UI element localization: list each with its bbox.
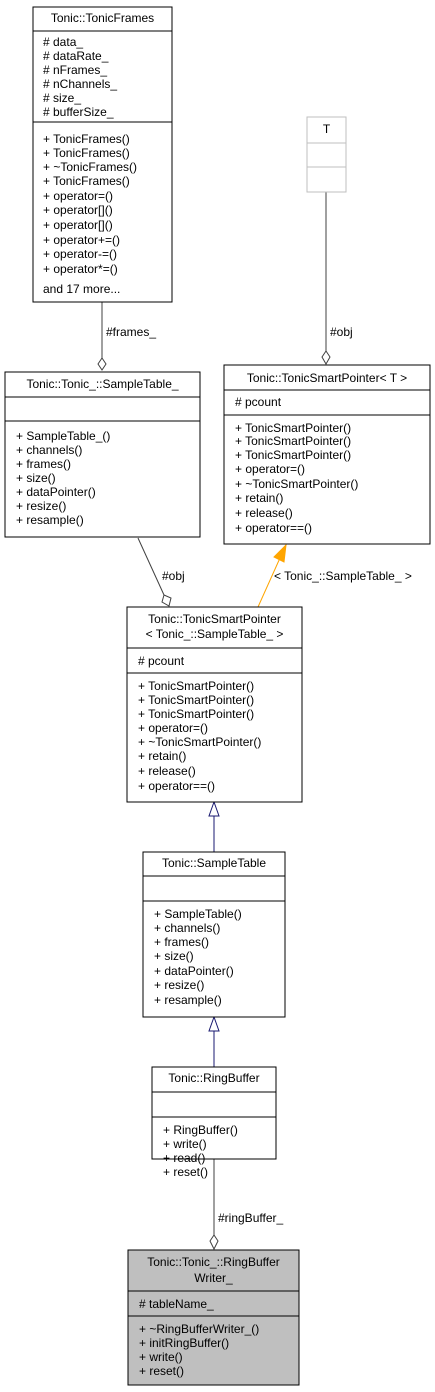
edge-label-frames: #frames_ (106, 325, 156, 339)
method: + TonicSmartPointer() (235, 448, 351, 462)
method: + TonicFrames() (43, 132, 130, 146)
method: + channels() (16, 443, 82, 457)
method: + release() (235, 506, 293, 520)
method: + retain() (138, 749, 186, 763)
method: + RingBuffer() (163, 1123, 238, 1137)
method: + TonicSmartPointer() (235, 421, 351, 435)
method: + operator=() (235, 462, 305, 476)
class-sample-table-impl[interactable]: Tonic::Tonic_::SampleTable_ + SampleTabl… (4, 371, 201, 538)
method: + TonicFrames() (43, 146, 130, 160)
class-title: Tonic::Tonic_::SampleTable_ (26, 377, 178, 391)
method: + dataPointer() (154, 964, 234, 978)
method: + reset() (163, 1165, 208, 1179)
edge-template-binding: < Tonic_::SampleTable_ > (257, 543, 412, 608)
method: + TonicSmartPointer() (138, 693, 254, 707)
class-title: T (323, 122, 331, 136)
class-ring-buffer[interactable]: Tonic::RingBuffer + RingBuffer() + write… (151, 1066, 277, 1179)
method: + SampleTable_() (16, 429, 110, 443)
more-methods: and 17 more... (43, 282, 120, 296)
method: + frames() (154, 935, 209, 949)
attribute: # tableName_ (139, 1297, 214, 1311)
class-smart-pointer-template[interactable]: Tonic::TonicSmartPointer< T > # pcount +… (223, 364, 431, 545)
class-template-t[interactable]: T (306, 116, 347, 193)
edge-label-obj-impl: #obj (162, 569, 185, 583)
attribute: # nFrames_ (43, 63, 107, 77)
method: + resize() (16, 499, 66, 513)
method: + write() (139, 1350, 183, 1364)
method: + read() (163, 1151, 205, 1165)
class-title-line2: < Tonic_::SampleTable_ > (146, 627, 284, 641)
method: + ~TonicSmartPointer() (235, 477, 358, 491)
method: + operator=() (43, 189, 113, 203)
edge-label-obj-template: #obj (330, 325, 353, 339)
method: + operator[]() (43, 203, 113, 217)
edge-inherit-smartpointer (208, 800, 220, 852)
method: + frames() (16, 457, 71, 471)
class-title-line2: Writer_ (194, 1271, 233, 1285)
class-title: Tonic::RingBuffer (168, 1071, 259, 1085)
method: + dataPointer() (16, 485, 96, 499)
method: + TonicSmartPointer() (138, 707, 254, 721)
attribute: # bufferSize_ (43, 105, 114, 119)
class-title-line1: Tonic::Tonic_::RingBuffer (147, 1255, 280, 1269)
edge-label-ringbuffer: #ringBuffer_ (218, 1211, 283, 1225)
edge-ringbuffer: #ringBuffer_ (209, 1159, 283, 1251)
class-ring-buffer-writer[interactable]: Tonic::Tonic_::RingBuffer Writer_ # tabl… (127, 1249, 300, 1386)
method: + resample() (154, 993, 222, 1007)
attribute: # pcount (138, 654, 185, 668)
method: + operator==() (138, 779, 215, 793)
method: + operator+=() (43, 233, 120, 247)
edge-frames: #frames_ (97, 302, 156, 371)
method: + retain() (235, 491, 283, 505)
edge-obj-template: #obj (321, 192, 353, 366)
method: + release() (138, 764, 196, 778)
method: + ~TonicSmartPointer() (138, 735, 261, 749)
attribute: # data_ (43, 35, 83, 49)
class-sample-table[interactable]: Tonic::SampleTable + SampleTable() + cha… (142, 851, 286, 1018)
method: + SampleTable() (154, 907, 242, 921)
method: + operator==() (235, 521, 312, 535)
method: + TonicFrames() (43, 174, 130, 188)
edge-label-template-binding: < Tonic_::SampleTable_ > (274, 569, 412, 583)
method: + resample() (16, 513, 84, 527)
attribute: # dataRate_ (43, 49, 109, 63)
method: + channels() (154, 921, 220, 935)
class-smart-pointer-sample-table[interactable]: Tonic::TonicSmartPointer < Tonic_::Sampl… (126, 606, 303, 803)
method: + resize() (154, 978, 204, 992)
method: + ~RingBufferWriter_() (139, 1322, 259, 1336)
attribute: # pcount (235, 395, 282, 409)
method: + TonicSmartPointer() (235, 434, 351, 448)
edge-obj-impl: #obj (137, 537, 185, 607)
attribute: # size_ (43, 91, 81, 105)
method: + operator=() (138, 721, 208, 735)
class-tonic-frames[interactable]: Tonic::TonicFrames # data_ # dataRate_ #… (32, 6, 173, 303)
method: + write() (163, 1137, 207, 1151)
class-title: Tonic::SampleTable (162, 856, 266, 870)
method: + operator*=() (43, 262, 118, 276)
attribute: # nChannels_ (43, 77, 117, 91)
class-title: Tonic::TonicFrames (51, 11, 154, 25)
method: + size() (154, 949, 194, 963)
method: + ~TonicFrames() (43, 160, 137, 174)
method: + TonicSmartPointer() (138, 679, 254, 693)
method: + operator[]() (43, 218, 113, 232)
class-title: Tonic::TonicSmartPointer< T > (247, 371, 407, 385)
method: + operator-=() (43, 247, 117, 261)
method: + initRingBuffer() (139, 1336, 229, 1350)
class-title-line1: Tonic::TonicSmartPointer (148, 612, 281, 626)
edge-inherit-sampletable (208, 1015, 220, 1067)
method: + size() (16, 471, 56, 485)
method: + reset() (139, 1364, 184, 1378)
